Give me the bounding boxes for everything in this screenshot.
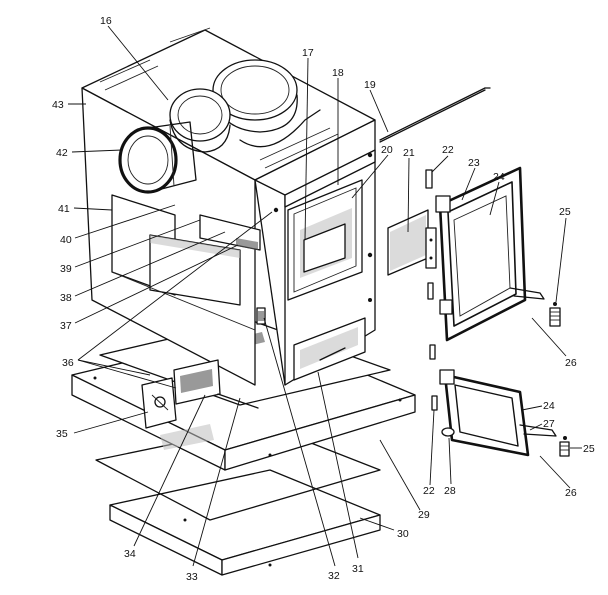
callout-37: 37 — [60, 320, 72, 332]
bottom-bracket-left — [141, 377, 177, 429]
callout-43: 43 — [52, 99, 64, 111]
callout-29: 29 — [418, 509, 430, 521]
callout-42: 42 — [56, 147, 68, 159]
blower-ring — [118, 121, 197, 194]
callout-16: 16 — [100, 15, 112, 27]
upper-handle-spring — [549, 302, 561, 327]
door-opening-upper — [273, 152, 373, 301]
baffle-plate — [387, 209, 437, 276]
callout-21: 21 — [403, 147, 415, 159]
callout-35: 35 — [56, 428, 68, 440]
callout-19: 19 — [364, 79, 376, 91]
callout-40: 40 — [60, 234, 72, 246]
callout-20: 20 — [381, 144, 393, 156]
callout-32: 32 — [328, 570, 340, 582]
callout-22-upper: 22 — [442, 144, 454, 156]
callout-33: 33 — [186, 571, 198, 583]
flue-collar-front — [169, 88, 231, 153]
callout-27: 27 — [543, 418, 555, 430]
damper-rod — [379, 87, 491, 143]
callout-25-lower: 25 — [583, 443, 595, 455]
callout-26-upper: 26 — [565, 357, 577, 369]
upper-door — [435, 166, 545, 342]
callout-31: 31 — [352, 563, 364, 575]
callout-25-upper: 25 — [559, 206, 571, 218]
bottom-bracket-center — [173, 359, 221, 405]
callout-22-lower: 22 — [423, 485, 435, 497]
door-opening-lower — [293, 298, 372, 381]
bolts-lower — [429, 344, 438, 411]
side-slot — [256, 307, 266, 325]
callout-24-lower: 24 — [543, 400, 555, 412]
callout-18: 18 — [332, 67, 344, 79]
bolts-upper — [425, 169, 434, 300]
callout-23: 23 — [468, 157, 480, 169]
callout-labels: 16 17 18 19 20 21 22 23 24 25 26 24 27 2… — [52, 15, 595, 583]
callout-38: 38 — [60, 292, 72, 304]
lower-door — [439, 369, 557, 457]
callout-28: 28 — [444, 485, 456, 497]
lower-handle-spring — [559, 436, 570, 457]
callout-36: 36 — [62, 357, 74, 369]
callout-24-upper: 24 — [493, 171, 505, 183]
flue-collar-rear — [212, 59, 321, 148]
leader-lines — [68, 25, 582, 567]
callout-17: 17 — [302, 47, 314, 59]
callout-26-lower: 26 — [565, 487, 577, 499]
callout-34: 34 — [124, 548, 136, 560]
bottom-rod — [217, 393, 259, 409]
callout-39: 39 — [60, 263, 72, 275]
callout-30: 30 — [397, 528, 409, 540]
callout-41: 41 — [58, 203, 70, 215]
